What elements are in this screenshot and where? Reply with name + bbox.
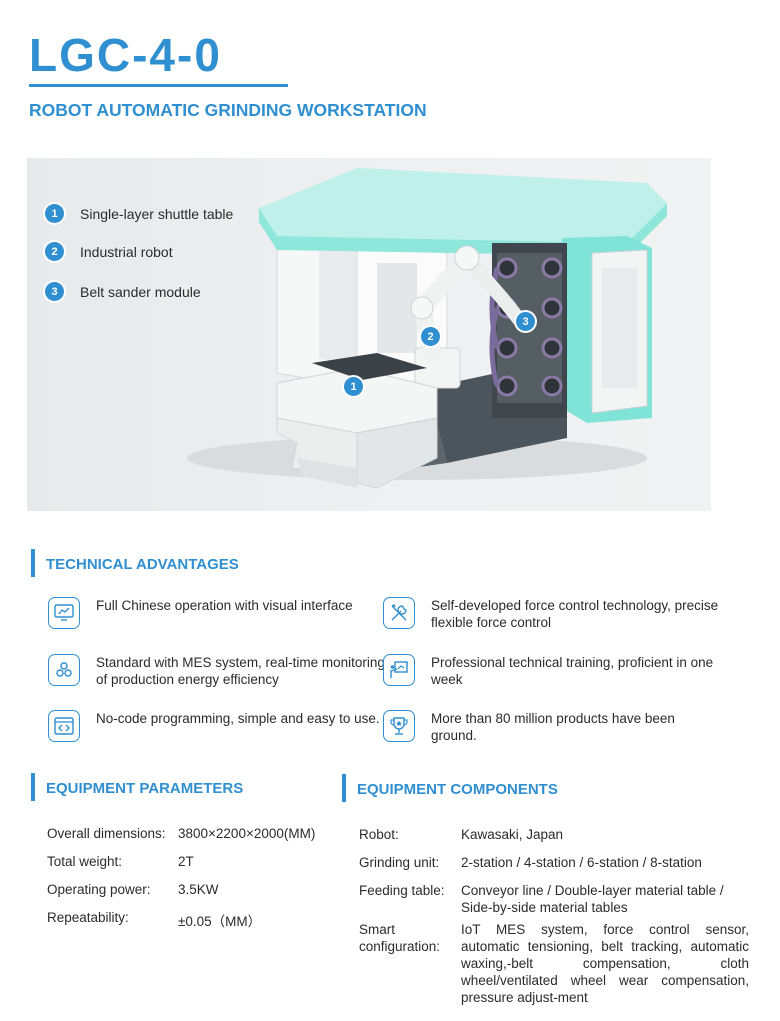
component-value: IoT MES system, force control sensor, au… bbox=[461, 922, 749, 1005]
component-value: 2-station / 4-station / 6-station / 8-st… bbox=[461, 855, 702, 870]
callout-marker-belt-sander: 3 bbox=[516, 312, 535, 331]
section-title-advantages: TECHNICAL ADVANTAGES bbox=[46, 556, 239, 573]
component-label: Feeding table: bbox=[359, 883, 445, 898]
component-value: Kawasaki, Japan bbox=[461, 827, 564, 842]
legend-label: Industrial robot bbox=[80, 243, 173, 260]
advantage-text: Standard with MES system, real-time moni… bbox=[96, 655, 385, 687]
param-value: 3800×2200×2000(MM) bbox=[178, 826, 316, 841]
legend-item-belt-sander: 3 Belt sander module bbox=[45, 282, 201, 301]
tools-icon bbox=[383, 597, 415, 629]
component-value: Conveyor line / Double-layer material ta… bbox=[461, 883, 724, 915]
advantage-item: Full Chinese operation with visual inter… bbox=[48, 597, 386, 629]
product-illustration: 1 Single-layer shuttle table 2 Industria… bbox=[27, 158, 711, 511]
param-value: 3.5KW bbox=[178, 882, 219, 897]
section-accent-bar bbox=[342, 774, 346, 802]
advantage-item: No-code programming, simple and easy to … bbox=[48, 710, 386, 742]
param-label: Total weight: bbox=[47, 854, 123, 869]
callout-marker-shuttle-table: 1 bbox=[344, 377, 363, 396]
advantage-item: More than 80 million products have been … bbox=[383, 710, 721, 744]
title-underline bbox=[29, 84, 288, 87]
advantage-text: Self-developed force control technology,… bbox=[431, 598, 719, 630]
advantage-text: More than 80 million products have been … bbox=[431, 711, 675, 743]
page-title: LGC-4-0 bbox=[29, 29, 222, 81]
advantage-item: Standard with MES system, real-time moni… bbox=[48, 654, 386, 688]
legend-item-industrial-robot: 2 Industrial robot bbox=[45, 242, 173, 261]
workstation-drawing bbox=[187, 168, 667, 489]
network-icon bbox=[48, 654, 80, 686]
param-label: Repeatability: bbox=[47, 910, 129, 925]
trophy-icon bbox=[383, 710, 415, 742]
section-title-components: EQUIPMENT COMPONENTS bbox=[357, 781, 558, 798]
code-icon bbox=[48, 710, 80, 742]
legend-item-shuttle-table: 1 Single-layer shuttle table bbox=[45, 204, 233, 223]
page-subtitle: ROBOT AUTOMATIC GRINDING WORKSTATION bbox=[29, 100, 427, 120]
param-value: 2T bbox=[178, 854, 194, 869]
section-accent-bar bbox=[31, 773, 35, 801]
param-label: Operating power: bbox=[47, 882, 151, 897]
legend-number-badge: 2 bbox=[45, 242, 64, 261]
advantage-item: Professional technical training, profici… bbox=[383, 654, 721, 688]
legend-number-badge: 1 bbox=[45, 204, 64, 223]
advantage-text: Full Chinese operation with visual inter… bbox=[96, 598, 353, 613]
monitor-icon bbox=[48, 597, 80, 629]
legend-label: Single-layer shuttle table bbox=[80, 205, 234, 222]
component-label: Robot: bbox=[359, 827, 399, 842]
param-value: ±0.05（MM） bbox=[178, 914, 262, 929]
advantage-item: Self-developed force control technology,… bbox=[383, 597, 721, 631]
advantage-text: No-code programming, simple and easy to … bbox=[96, 711, 380, 726]
advantage-text: Professional technical training, profici… bbox=[431, 655, 714, 687]
callout-marker-industrial-robot: 2 bbox=[421, 327, 440, 346]
section-title-parameters: EQUIPMENT PARAMETERS bbox=[46, 780, 244, 797]
training-icon bbox=[383, 654, 415, 686]
legend-number-badge: 3 bbox=[45, 282, 64, 301]
legend-label: Belt sander module bbox=[80, 283, 201, 300]
component-label: Smart configuration: bbox=[359, 922, 441, 954]
component-label: Grinding unit: bbox=[359, 855, 440, 870]
section-accent-bar bbox=[31, 549, 35, 577]
param-label: Overall dimensions: bbox=[47, 826, 166, 841]
